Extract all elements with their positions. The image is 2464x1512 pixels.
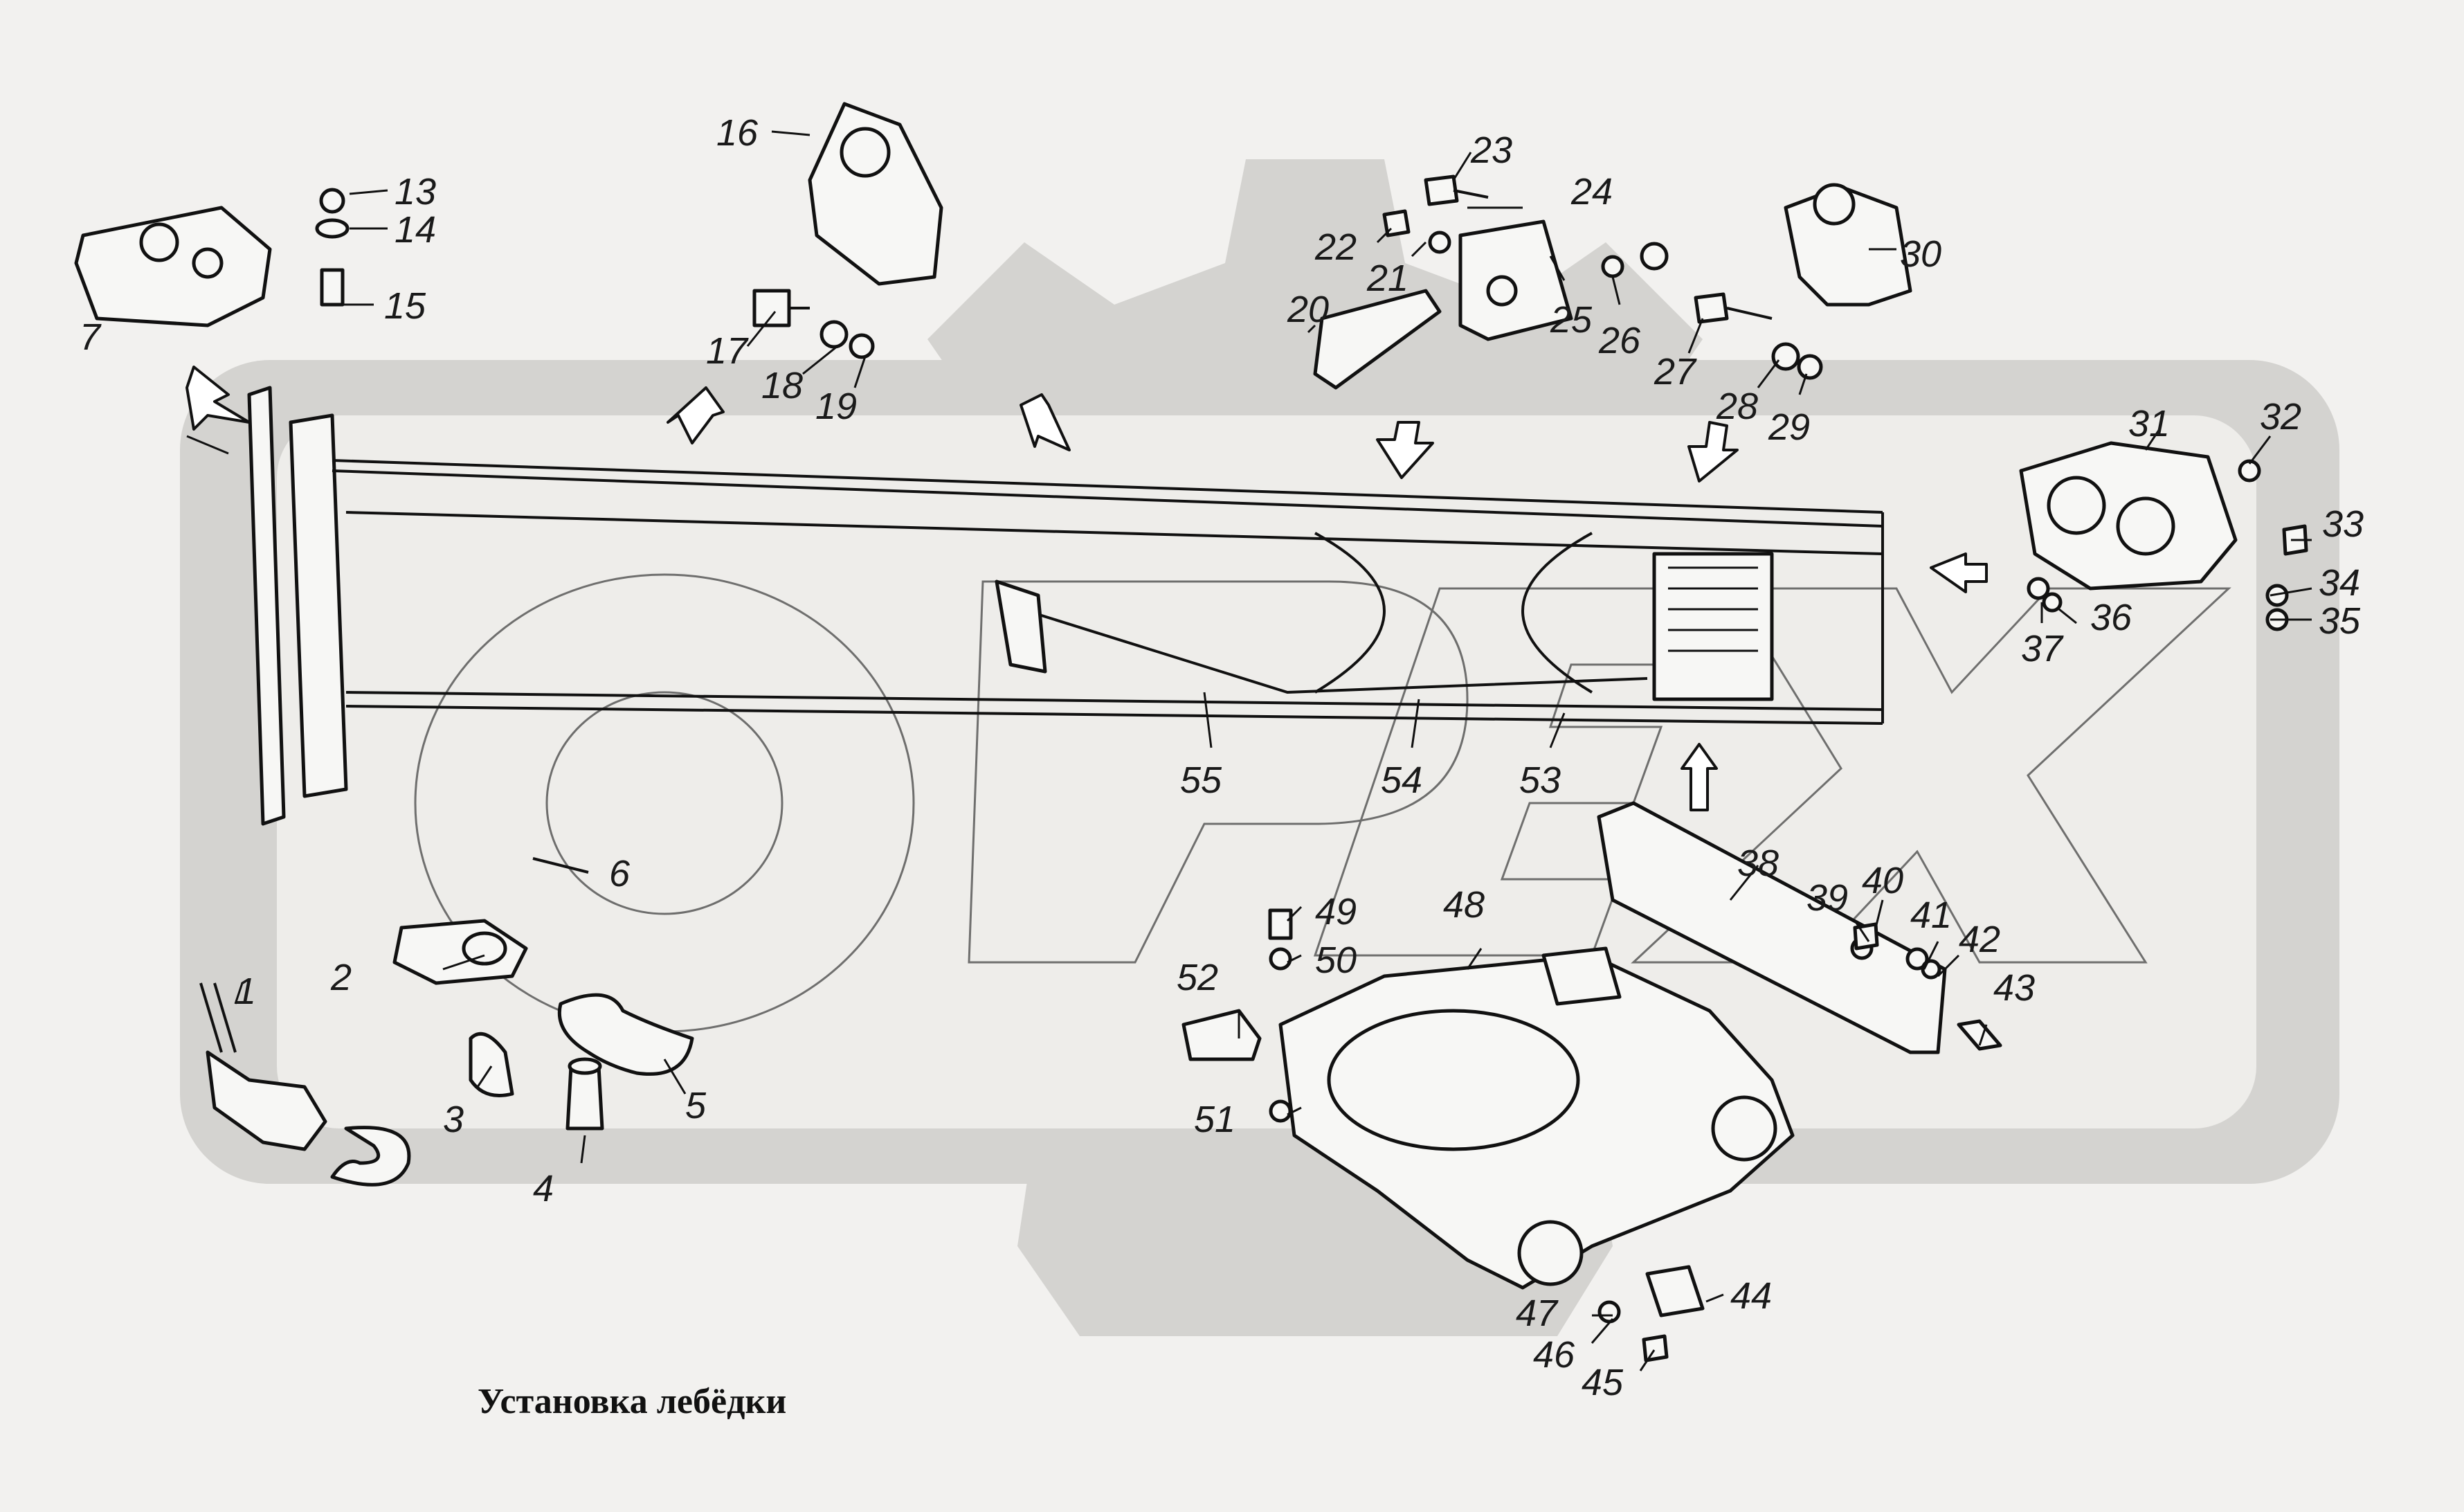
callout-39: 39	[1806, 877, 1848, 919]
callout-47: 47	[1516, 1293, 1559, 1334]
part-52-bracket	[1181, 1009, 1262, 1061]
part-24-plate	[1458, 219, 1573, 341]
front-crossmember	[289, 413, 348, 798]
callout-15: 15	[384, 285, 426, 327]
callout-52: 52	[1177, 957, 1218, 998]
callout-35: 35	[2319, 600, 2361, 642]
cable	[1010, 604, 1648, 694]
callout-20: 20	[1287, 289, 1329, 330]
top-parts	[74, 102, 2308, 631]
callout-17: 17	[706, 330, 749, 372]
callout-38: 38	[1737, 843, 1779, 884]
part-7-fairlead	[74, 206, 272, 327]
bottom-parts	[199, 801, 2002, 1362]
callout-21: 21	[1366, 258, 1408, 299]
part-1-hook	[206, 1050, 327, 1151]
callout-4: 4	[533, 1168, 554, 1209]
callout-3: 3	[443, 1099, 464, 1140]
part-38-bumper	[1597, 801, 1947, 1054]
leader-lines	[186, 130, 2312, 1371]
callout-2: 2	[330, 957, 352, 998]
callout-46: 46	[1533, 1334, 1575, 1376]
callout-50: 50	[1315, 939, 1357, 981]
rear-bracket	[995, 579, 1047, 674]
diagram-caption: Установка лебёдки	[478, 1382, 787, 1421]
callout-23: 23	[1470, 129, 1512, 171]
callout-32: 32	[2260, 396, 2301, 438]
callout-18: 18	[761, 365, 803, 406]
part-44-bracket	[1645, 1265, 1705, 1317]
callout-26: 26	[1598, 320, 1641, 361]
callout-7: 7	[80, 316, 102, 358]
callout-34: 34	[2319, 562, 2360, 604]
callout-45: 45	[1582, 1362, 1624, 1403]
callout-53: 53	[1519, 759, 1561, 801]
callout-labels: 1 2 3 4 5 6 7 13 14 15 16 17 18 19 20 21…	[80, 112, 2364, 1403]
callout-19: 19	[815, 386, 857, 427]
callout-29: 29	[1768, 406, 1810, 448]
callout-5: 5	[685, 1085, 707, 1126]
pointer-arrows	[185, 366, 1988, 811]
callout-33: 33	[2322, 503, 2364, 545]
callout-49: 49	[1315, 891, 1357, 933]
callout-51: 51	[1194, 1099, 1235, 1140]
callout-14: 14	[395, 209, 436, 251]
front-bumper-beam	[247, 386, 286, 826]
part-30-support	[1784, 185, 1912, 307]
part-5-hook-plate	[557, 993, 694, 1076]
callout-31: 31	[2128, 403, 2170, 444]
callout-6: 6	[609, 853, 631, 894]
callout-36: 36	[2090, 597, 2132, 638]
part-4-pin	[565, 1064, 604, 1131]
winch-body	[1652, 552, 1774, 701]
callout-13: 13	[395, 171, 436, 213]
callout-22: 22	[1314, 226, 1357, 268]
callout-40: 40	[1862, 860, 1903, 901]
callout-44: 44	[1730, 1275, 1772, 1317]
chassis-frame	[247, 386, 1884, 826]
callout-43: 43	[1993, 967, 2035, 1009]
callout-54: 54	[1381, 759, 1422, 801]
part-20-chain	[1313, 289, 1442, 390]
callout-30: 30	[1900, 233, 1941, 275]
callout-55: 55	[1180, 759, 1222, 801]
callout-16: 16	[716, 112, 759, 154]
callout-42: 42	[1959, 919, 2000, 960]
callout-24: 24	[1570, 171, 1613, 213]
callout-41: 41	[1910, 894, 1952, 936]
callout-28: 28	[1716, 386, 1758, 427]
callout-48: 48	[1443, 884, 1485, 926]
callout-1: 1	[235, 971, 256, 1012]
callout-27: 27	[1654, 351, 1697, 393]
callout-25: 25	[1550, 299, 1593, 341]
callout-37: 37	[2021, 628, 2064, 669]
